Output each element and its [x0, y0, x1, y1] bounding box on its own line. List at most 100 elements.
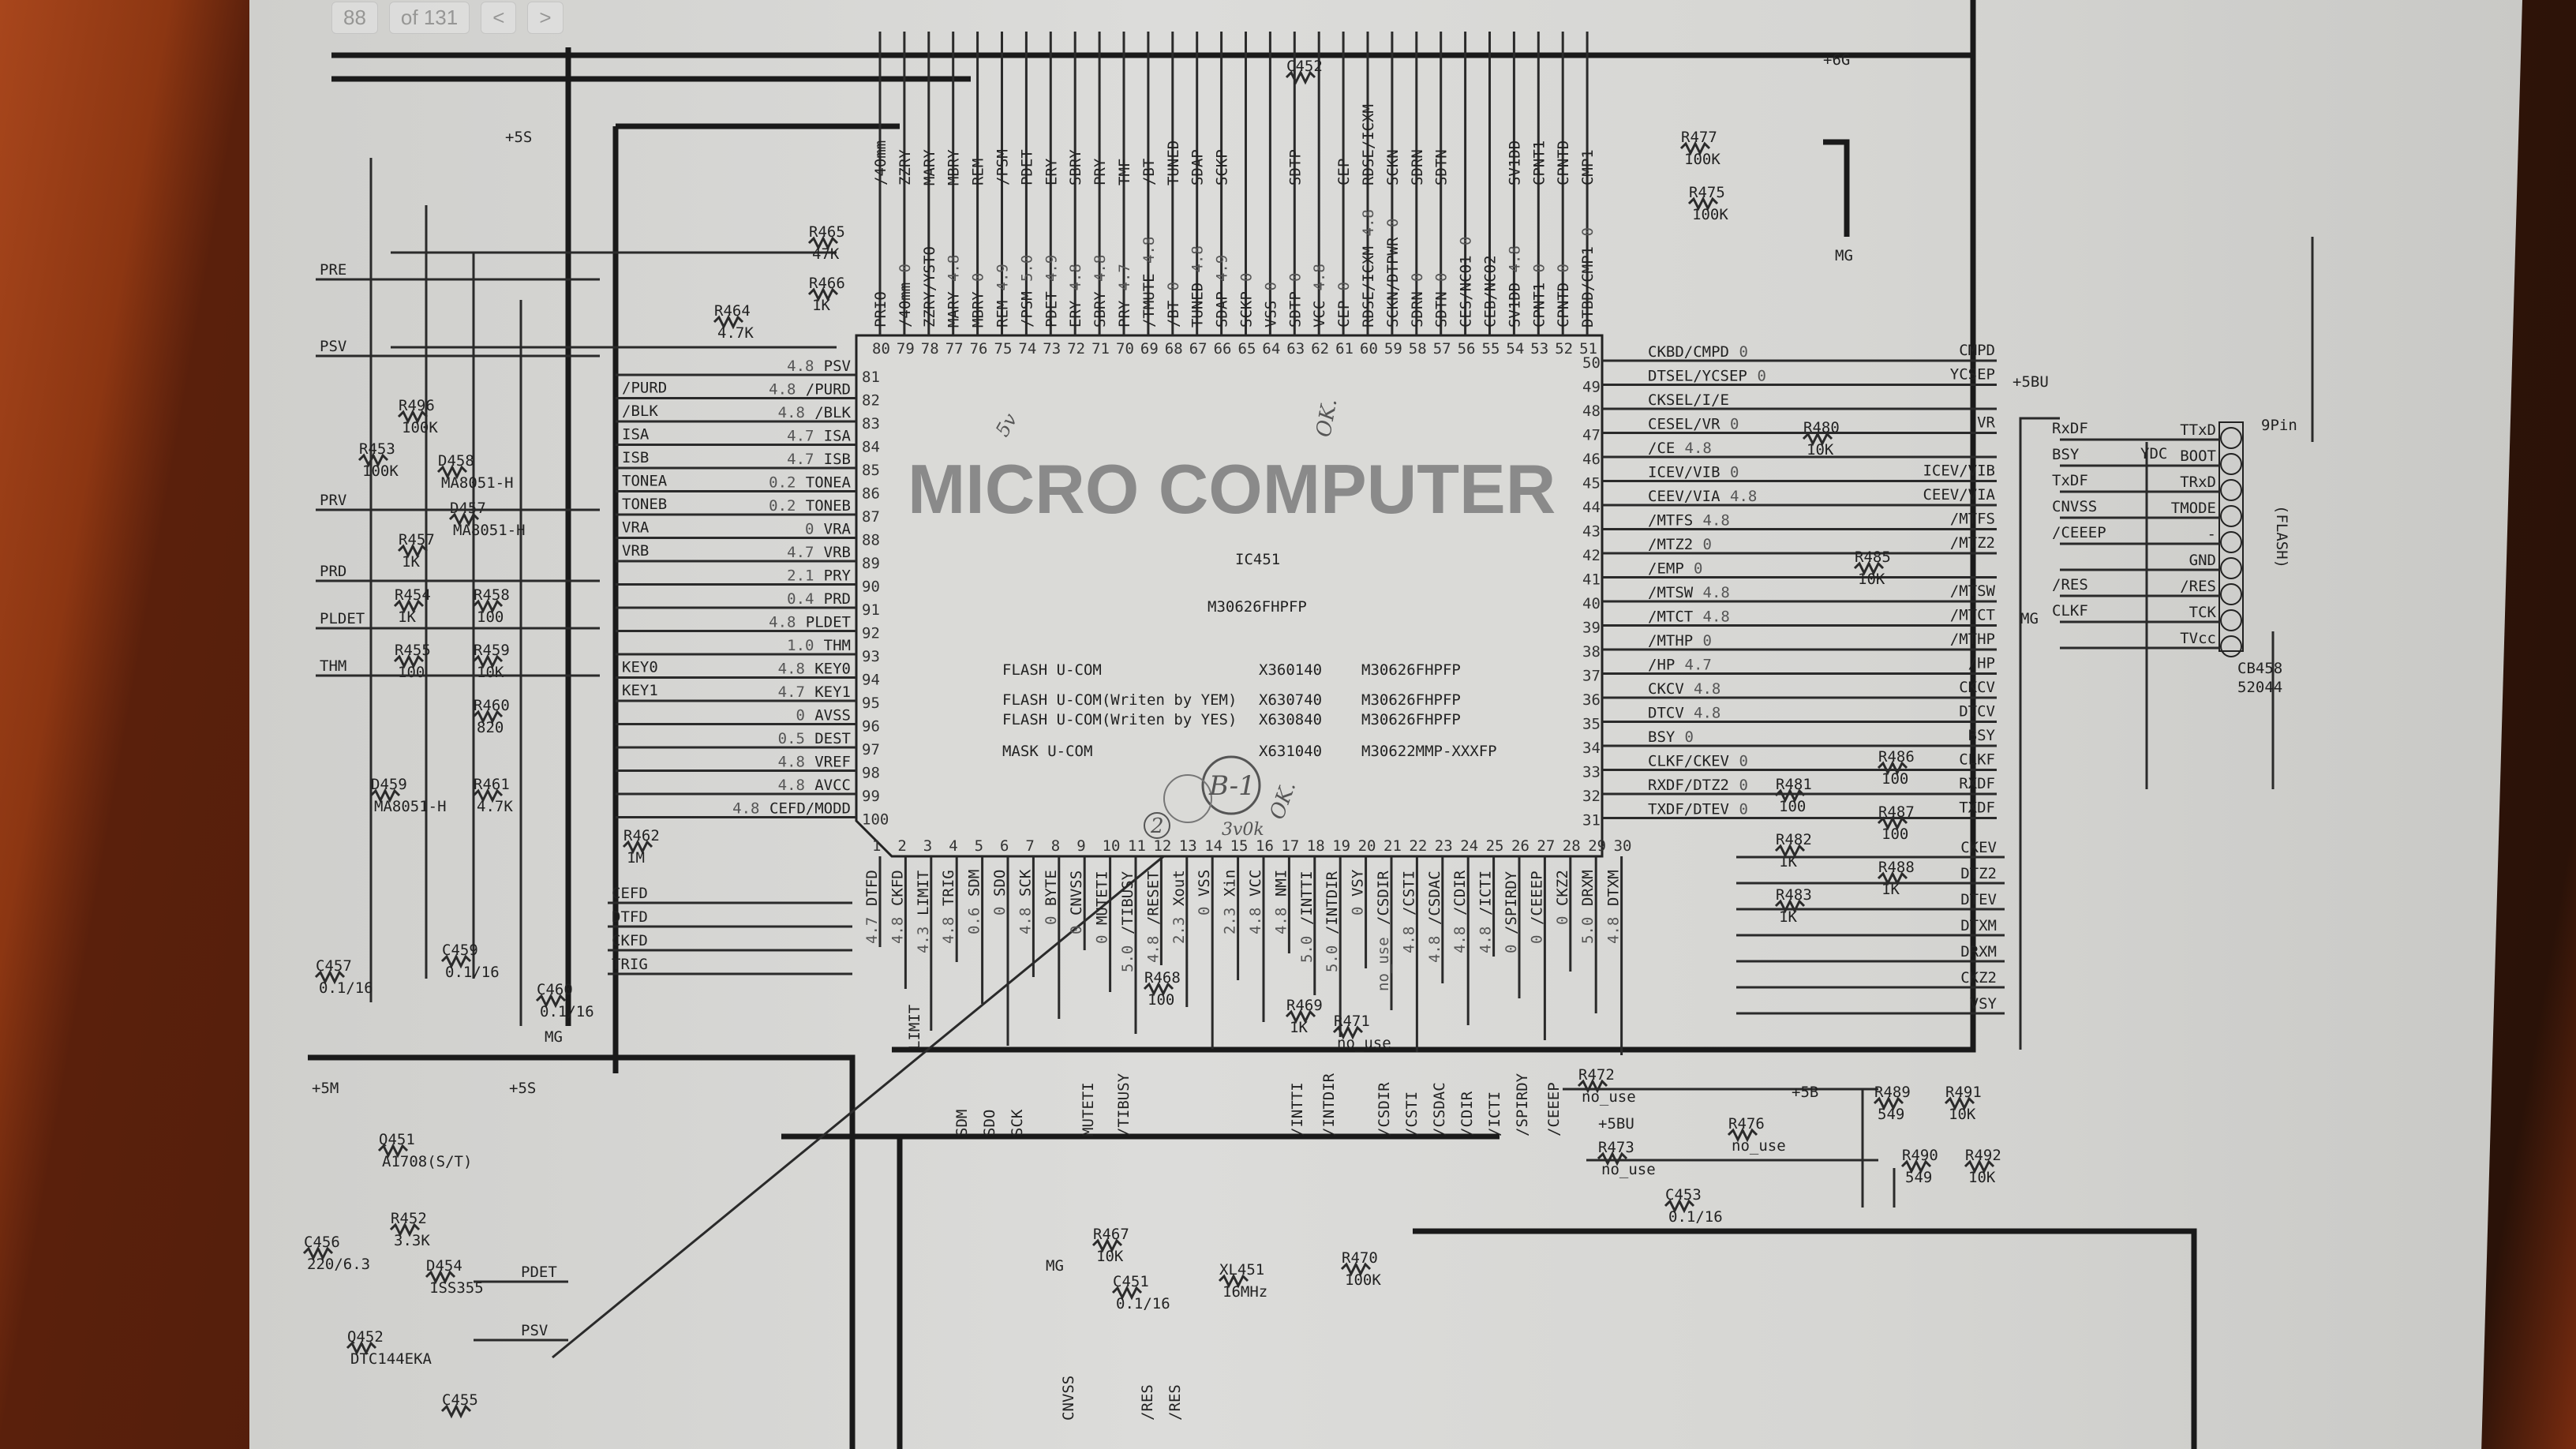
- component-symbol: [1873, 1095, 1904, 1111]
- pin-number: 30: [1614, 837, 1632, 855]
- net-label: CEEV/VIA: [1923, 486, 1995, 504]
- next-page-button[interactable]: >: [527, 1, 564, 34]
- pin-name: KEY1: [814, 683, 851, 701]
- pin-voltage: 4.8: [1091, 255, 1109, 282]
- connector-net-label: CLKF: [2052, 602, 2088, 620]
- pin-name: AVSS: [814, 707, 851, 724]
- pin-name: /PSM: [1018, 291, 1035, 328]
- component-symbol: [397, 543, 429, 559]
- connector-net-label: RxDF: [2052, 420, 2088, 437]
- variant-code: X631040: [1259, 743, 1322, 760]
- component-ref: R476: [1728, 1115, 1765, 1133]
- net-label: /CSTI: [1403, 1091, 1421, 1136]
- component-ref: C455: [442, 1391, 478, 1409]
- pin-voltage: 5.0: [1324, 945, 1341, 972]
- pin-name: TXDF/DTEV: [1648, 801, 1729, 818]
- prev-page-button[interactable]: <: [481, 1, 517, 34]
- pin-number: 70: [1116, 340, 1134, 358]
- net-label: RXDF: [1959, 775, 1995, 792]
- component-symbol: [346, 1340, 377, 1356]
- connector-pin-label: BOOT: [2180, 447, 2216, 465]
- pin-voltage: 0: [1458, 237, 1475, 245]
- variant-part: M30622MMP-XXXFP: [1361, 743, 1497, 760]
- pin-number: 91: [862, 601, 880, 619]
- pin-number: 92: [862, 625, 880, 642]
- flash-connector: 9Pin (FLASH) CB458 52044 YDC TTxDRxDFBOO…: [2052, 417, 2297, 696]
- component-symbol: [448, 511, 480, 527]
- pin-name: CEP: [1335, 301, 1353, 328]
- connector-pin-label: TMODE: [2171, 500, 2216, 517]
- pin-number: 86: [862, 485, 880, 503]
- component-value: 10K: [477, 664, 504, 681]
- pin-voltage: 0: [1555, 264, 1572, 272]
- pin-voltage: 0.6: [966, 908, 983, 934]
- pin-number: 26: [1511, 837, 1530, 855]
- pin-name: /MTCT: [1648, 608, 1693, 626]
- variant-part: M30626FHPFP: [1361, 661, 1461, 679]
- net-label: LIMIT: [906, 1005, 923, 1050]
- connector-pin-label: TCK: [2189, 604, 2217, 621]
- pin-voltage: 0: [1530, 264, 1548, 272]
- pin-voltage: 0: [1068, 926, 1085, 934]
- variant-desc: FLASH U-COM(Writen by YES): [1002, 711, 1237, 728]
- component-value: 10K: [1807, 441, 1834, 459]
- component-ref: R471: [1334, 1013, 1370, 1030]
- component-value: no_use: [1582, 1088, 1636, 1106]
- component-symbol: [358, 452, 389, 468]
- connector-pin-label: -: [2207, 526, 2216, 543]
- pin-number: 51: [1579, 340, 1597, 358]
- component-symbol: [1111, 1285, 1143, 1301]
- net-label: VSY: [1970, 995, 1998, 1013]
- component-symbol: [1774, 788, 1806, 803]
- pin-number: 68: [1165, 340, 1183, 358]
- component-ref: R468: [1144, 969, 1181, 987]
- component-ref: XL451: [1219, 1261, 1264, 1279]
- pin-voltage: 4.7: [787, 544, 814, 561]
- pin-voltage: 4.3: [915, 927, 932, 953]
- power-label: +5S: [509, 1080, 536, 1097]
- component-ref: R482: [1776, 831, 1812, 848]
- pin-voltage: 4.8: [1247, 908, 1264, 934]
- pin-voltage: 2.3: [1170, 917, 1188, 944]
- pin-name: CEFD/MODD: [769, 800, 851, 818]
- component-symbol: [1332, 1024, 1364, 1040]
- component-ref: R452: [391, 1210, 427, 1227]
- pin-voltage: 0: [1528, 935, 1545, 944]
- pin-name: REM: [994, 301, 1012, 328]
- component-ref: C459: [442, 942, 478, 959]
- component-symbol: [1802, 431, 1833, 447]
- pin-number: 78: [921, 340, 939, 358]
- connector-pin: [2220, 609, 2242, 631]
- connector-pins-label: 9Pin: [2261, 417, 2297, 434]
- net-label: CEP: [1335, 159, 1353, 185]
- pin-voltage: 0.2: [769, 497, 796, 515]
- component-value: 220/6.3: [307, 1256, 370, 1273]
- component-symbol: [1091, 1237, 1123, 1253]
- page-number-input[interactable]: 88: [331, 1, 378, 34]
- pin-number: 27: [1537, 837, 1555, 855]
- pin-voltage: 4.8: [778, 404, 805, 421]
- pin-number: 23: [1435, 837, 1453, 855]
- pin-name: /CSTI: [1400, 871, 1417, 915]
- pin-voltage: 4.8: [1400, 927, 1417, 953]
- pin-voltage: 4.8: [1694, 705, 1720, 722]
- pin-name: RDSE/ICXM: [1360, 246, 1377, 328]
- component-symbol: [436, 464, 468, 480]
- connector-pin: [2220, 479, 2242, 501]
- pin-name: /CE: [1648, 440, 1675, 457]
- component-value: 10K: [1858, 571, 1885, 588]
- pin-name: CKBD/CMPD: [1648, 343, 1729, 361]
- pin-number: 52: [1555, 340, 1573, 358]
- pin-number: 36: [1582, 691, 1601, 709]
- component-symbol: [393, 598, 425, 614]
- pin-number: 5: [975, 837, 983, 855]
- handwritten-notes: B-1 2 OK. OK. 3v0k 5v: [991, 397, 1342, 840]
- pin-name: /EMP: [1648, 560, 1684, 578]
- pin-name: KEY0: [814, 661, 851, 678]
- pin-number: 89: [862, 555, 880, 572]
- component-symbol: [440, 1403, 472, 1419]
- pin-number: 38: [1582, 643, 1601, 661]
- connector-pin: [2220, 635, 2242, 657]
- net-label: /MTSW: [1950, 582, 1996, 600]
- pin-name: ERY: [1067, 300, 1084, 328]
